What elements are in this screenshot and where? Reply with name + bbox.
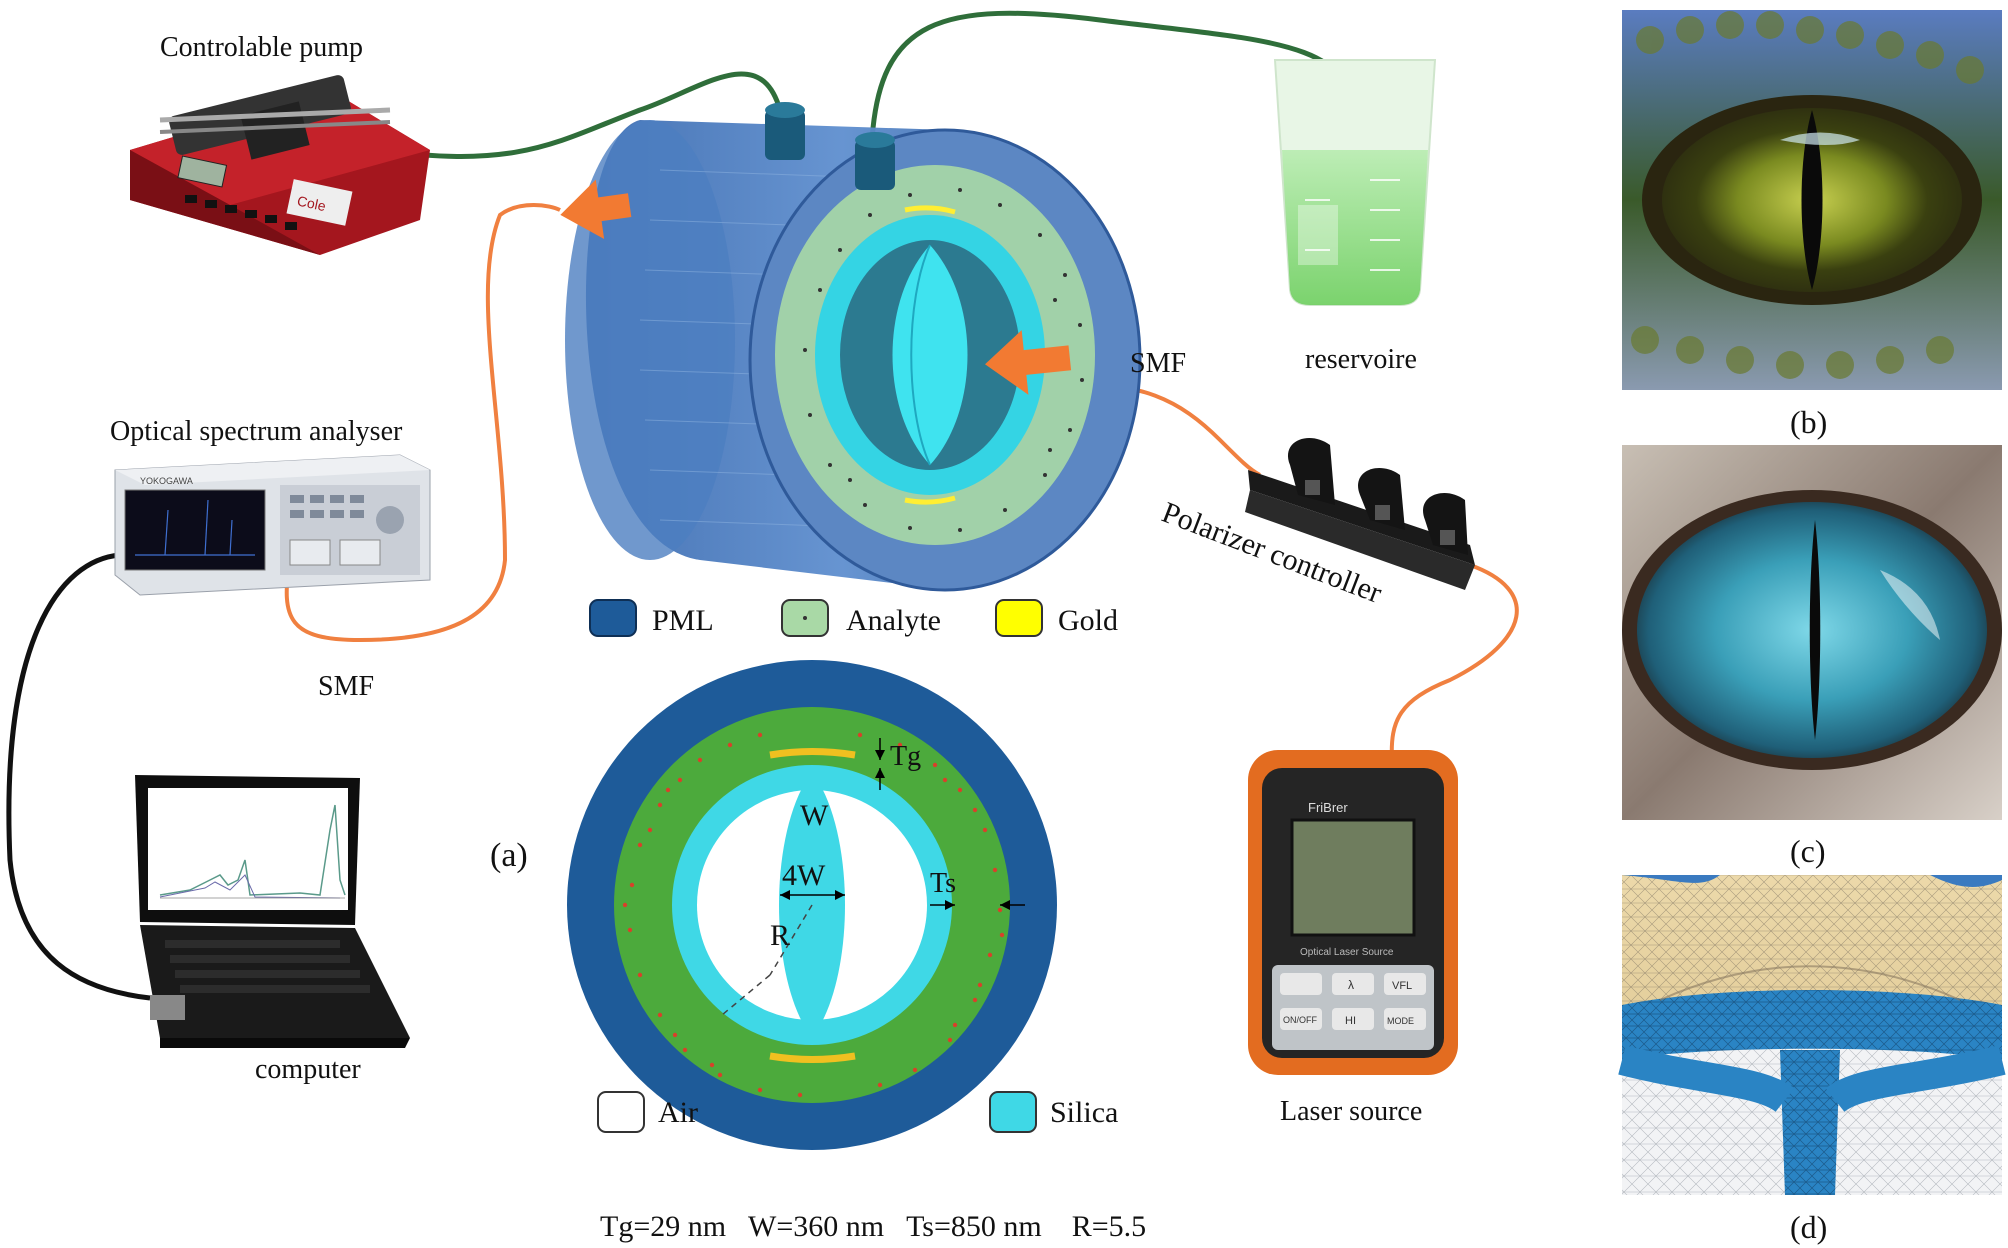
osa-label: Optical spectrum analyser <box>110 416 403 447</box>
laser-caption: Optical Laser Source <box>1300 947 1394 958</box>
panel-c-cat-eye <box>1622 445 2002 820</box>
legend-bottom: Air Silica <box>597 1091 1118 1133</box>
laser-key-lambda: λ <box>1348 978 1354 992</box>
fiber-cross-section <box>567 660 1057 1150</box>
reservoir-beaker <box>1273 59 1437 306</box>
laser-key-vfl: VFL <box>1392 980 1412 992</box>
smf-label-top: SMF <box>1130 348 1186 379</box>
legend-swatch-silica <box>989 1091 1037 1133</box>
legend-silica: Silica <box>1050 1096 1118 1129</box>
dim-tg: Tg <box>890 741 921 772</box>
laptop-computer <box>135 775 410 1048</box>
panel-b-reptile-eye <box>1622 10 2002 390</box>
dim-w: W <box>800 799 829 832</box>
legend-gold: Gold <box>1058 604 1118 637</box>
panel-c-label: (c) <box>1790 833 1826 869</box>
panel-d-label: (d) <box>1790 1209 1827 1245</box>
dim-r: R <box>770 919 790 952</box>
panel-d-mesh <box>1618 875 2006 1195</box>
osa-brand: YOKOGAWA <box>140 476 193 486</box>
polarizer-controller <box>1245 437 1475 590</box>
smf-label-bottom: SMF <box>318 671 374 702</box>
laser-source: FriBrer Optical Laser Source λ VFL ON/OF… <box>1248 750 1458 1075</box>
laser-key-hi: HI <box>1345 1015 1356 1027</box>
laser-key-onoff: ON/OFF <box>1283 1015 1317 1025</box>
legend-air: Air <box>658 1096 698 1129</box>
dim-ts: Ts <box>930 868 956 899</box>
fiber-cylinder <box>565 102 1142 592</box>
dim-4w: 4W <box>782 859 826 892</box>
legend-swatch-pml <box>589 599 637 637</box>
legend-top: PML Analyte Gold <box>589 599 1118 637</box>
laser-key-mode: MODE <box>1387 1016 1414 1026</box>
laser-brand: FriBrer <box>1308 800 1348 815</box>
panel-a-label: (a) <box>490 837 528 874</box>
legend-analyte: Analyte <box>846 604 941 637</box>
legend-swatch-gold <box>995 599 1043 637</box>
legend-swatch-air <box>597 1091 645 1133</box>
legend-pml: PML <box>652 604 714 637</box>
optical-spectrum-analyser: YOKOGAWA <box>114 454 431 596</box>
reservoir-label: reservoire <box>1305 344 1417 375</box>
computer-label: computer <box>255 1054 361 1085</box>
pump-label: Controlable pump <box>160 32 363 63</box>
parameters-caption: Tg=29 nm W=360 nm Ts=850 nm R=5.5 <box>600 1210 1146 1243</box>
flow-arrow-left <box>560 179 632 240</box>
laser-label: Laser source <box>1280 1096 1422 1127</box>
panel-b-label: (b) <box>1790 404 1827 440</box>
laser-keypad: λ VFL ON/OFF HI MODE <box>1280 973 1426 1030</box>
controllable-pump: Cole <box>130 75 430 255</box>
light-arrow-right <box>985 330 1072 395</box>
analyte-particles <box>622 732 1005 1098</box>
pump-brand: Cole <box>296 192 328 214</box>
